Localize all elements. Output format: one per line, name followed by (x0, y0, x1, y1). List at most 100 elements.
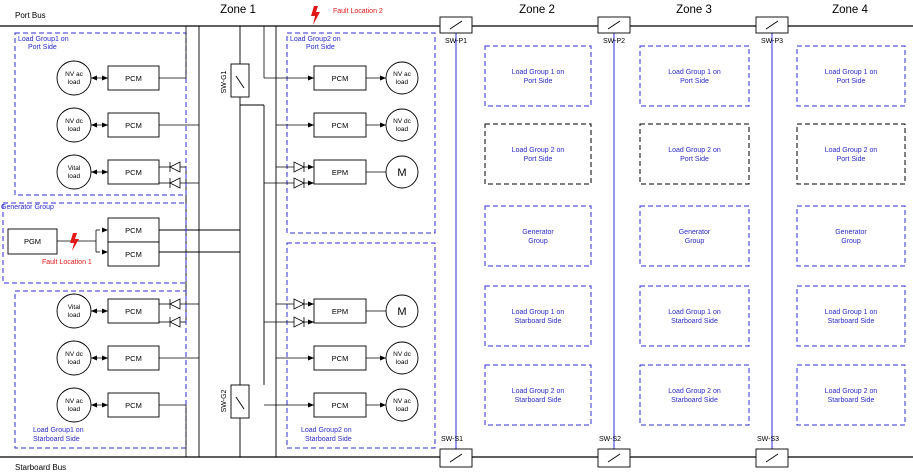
load-group-1-starboard-label: Starboard Side (828, 318, 875, 325)
load-label: load (68, 173, 81, 180)
load-label: load (396, 359, 409, 366)
load-group-2-port-block (796, 123, 906, 185)
load-label: load (396, 126, 409, 133)
switch-blade-icon (607, 20, 621, 30)
generator-group-block (484, 205, 592, 267)
load-group-1-starboard-label: Load Group 1 on (825, 309, 878, 316)
pcm-module (107, 241, 160, 267)
load-group-1-port-label: Load Group 1 on (512, 69, 565, 76)
pcm-module (107, 65, 160, 91)
load-group-2-port-label: Load Group 2 on (825, 147, 878, 154)
epm-label: EPM (332, 307, 348, 316)
generator-group-label: Generator (522, 229, 554, 236)
pcm-module (313, 392, 367, 418)
nv-ac-load (56, 60, 92, 96)
load-group-2-starboard-block (484, 364, 592, 426)
switch-sw-s1-label: SW-S1 (441, 436, 463, 443)
epm-label: EPM (332, 168, 348, 177)
load-label: NV dc (65, 351, 83, 358)
lg1-stbd-label-line2: Starboard Side (33, 436, 80, 443)
pcm-label: PCM (125, 121, 142, 130)
load-group-2-port-label: Load Group 2 on (512, 147, 565, 154)
load-group-1-port-label: Port Side (524, 78, 553, 85)
lg1-port-label-line2: Port Side (28, 44, 57, 51)
lg2-port-label-line1: Load Group2 on (290, 36, 341, 43)
switch-sw-p1-label: SW-P1 (445, 38, 467, 45)
switch-blade-icon (449, 20, 463, 30)
load-label: NV ac (65, 71, 83, 78)
generator-group-block (639, 205, 750, 267)
zone-1-title: Zone 1 (220, 4, 256, 16)
motor-load (385, 155, 419, 189)
port-bus-label: Port Bus (15, 11, 46, 20)
generator-group-label: Generator (679, 229, 711, 236)
load-label: load (68, 79, 81, 86)
lg1-stbd-group (14, 290, 187, 449)
fault-2-label: Fault Location 2 (333, 8, 383, 15)
motor-label: M (397, 306, 406, 318)
load-group-1-port-block (484, 45, 592, 107)
load-label: NV dc (393, 351, 411, 358)
load-group-1-starboard-label: Load Group 1 on (512, 309, 565, 316)
load-group-1-port-block (796, 45, 906, 107)
pcm-label: PCM (125, 226, 142, 235)
pcm-module (313, 65, 367, 91)
motor-label: M (397, 167, 406, 179)
load-group-1-port-label: Port Side (680, 78, 709, 85)
load-group-1-starboard-block (796, 285, 906, 347)
zone-3-title: Zone 3 (676, 4, 712, 16)
zone1-vertical-feeders (159, 26, 277, 457)
motor-load (385, 294, 419, 328)
switch-blade-icon (607, 453, 621, 463)
epm-module (313, 159, 367, 185)
nv-ac-load (56, 387, 92, 423)
load-group-2-starboard-block (796, 364, 906, 426)
load-group-2-starboard-label: Starboard Side (828, 397, 875, 404)
load-group-1-starboard-block (484, 285, 592, 347)
load-group-1-starboard-label: Starboard Side (671, 318, 718, 325)
generator-group-label: Generator Group (1, 204, 54, 211)
load-label: Vital (68, 165, 81, 172)
switch-sw-s2-label: SW-S2 (599, 436, 621, 443)
diode-icon (293, 316, 305, 328)
lightning-bolt-icon (70, 233, 79, 251)
load-group-2-starboard-block (639, 364, 750, 426)
load-label: NV dc (393, 118, 411, 125)
vital-load (56, 154, 92, 190)
lightning-bolt-icon (311, 6, 320, 25)
load-group-2-port-label: Port Side (837, 156, 866, 163)
pgm-label: PGM (24, 237, 41, 246)
load-label: load (396, 79, 409, 86)
zone-2-title: Zone 2 (519, 4, 555, 16)
switch-sw-g1[interactable] (230, 63, 250, 98)
load-group-2-starboard-label: Load Group 2 on (512, 388, 565, 395)
diode-icon (293, 298, 305, 310)
diode-icon (293, 177, 305, 189)
switch-blade-icon (765, 453, 779, 463)
load-group-1-port-label: Port Side (837, 78, 866, 85)
pcm-label: PCM (332, 354, 349, 363)
load-group-1-port-label: Load Group 1 on (825, 69, 878, 76)
lg2-stbd-label-line1: Load Group2 on (301, 427, 352, 434)
switch-sw-g2[interactable] (230, 384, 250, 419)
nv-dc-load (56, 107, 92, 143)
switch-blade-icon (765, 20, 779, 30)
nv-ac-load (385, 61, 419, 95)
diode-icon (293, 161, 305, 173)
load-label: load (68, 312, 81, 319)
lg2-stbd-group (286, 242, 436, 449)
load-group-2-starboard-label: Starboard Side (515, 397, 562, 404)
load-label: NV ac (393, 71, 411, 78)
load-group-1-starboard-label: Load Group 1 on (668, 309, 721, 316)
pcm-module (107, 392, 160, 418)
pcm-module (107, 298, 160, 324)
diode-icon (169, 161, 181, 173)
load-group-1-starboard-block (639, 285, 750, 347)
lg2-stbd-label-line2: Starboard Side (305, 436, 352, 443)
diode-icon (169, 316, 181, 328)
zone-4-title: Zone 4 (832, 4, 868, 16)
load-group-2-starboard-label: Load Group 2 on (668, 388, 721, 395)
switch-blade-icon (449, 453, 463, 463)
generator-group-label: Group (685, 238, 705, 245)
